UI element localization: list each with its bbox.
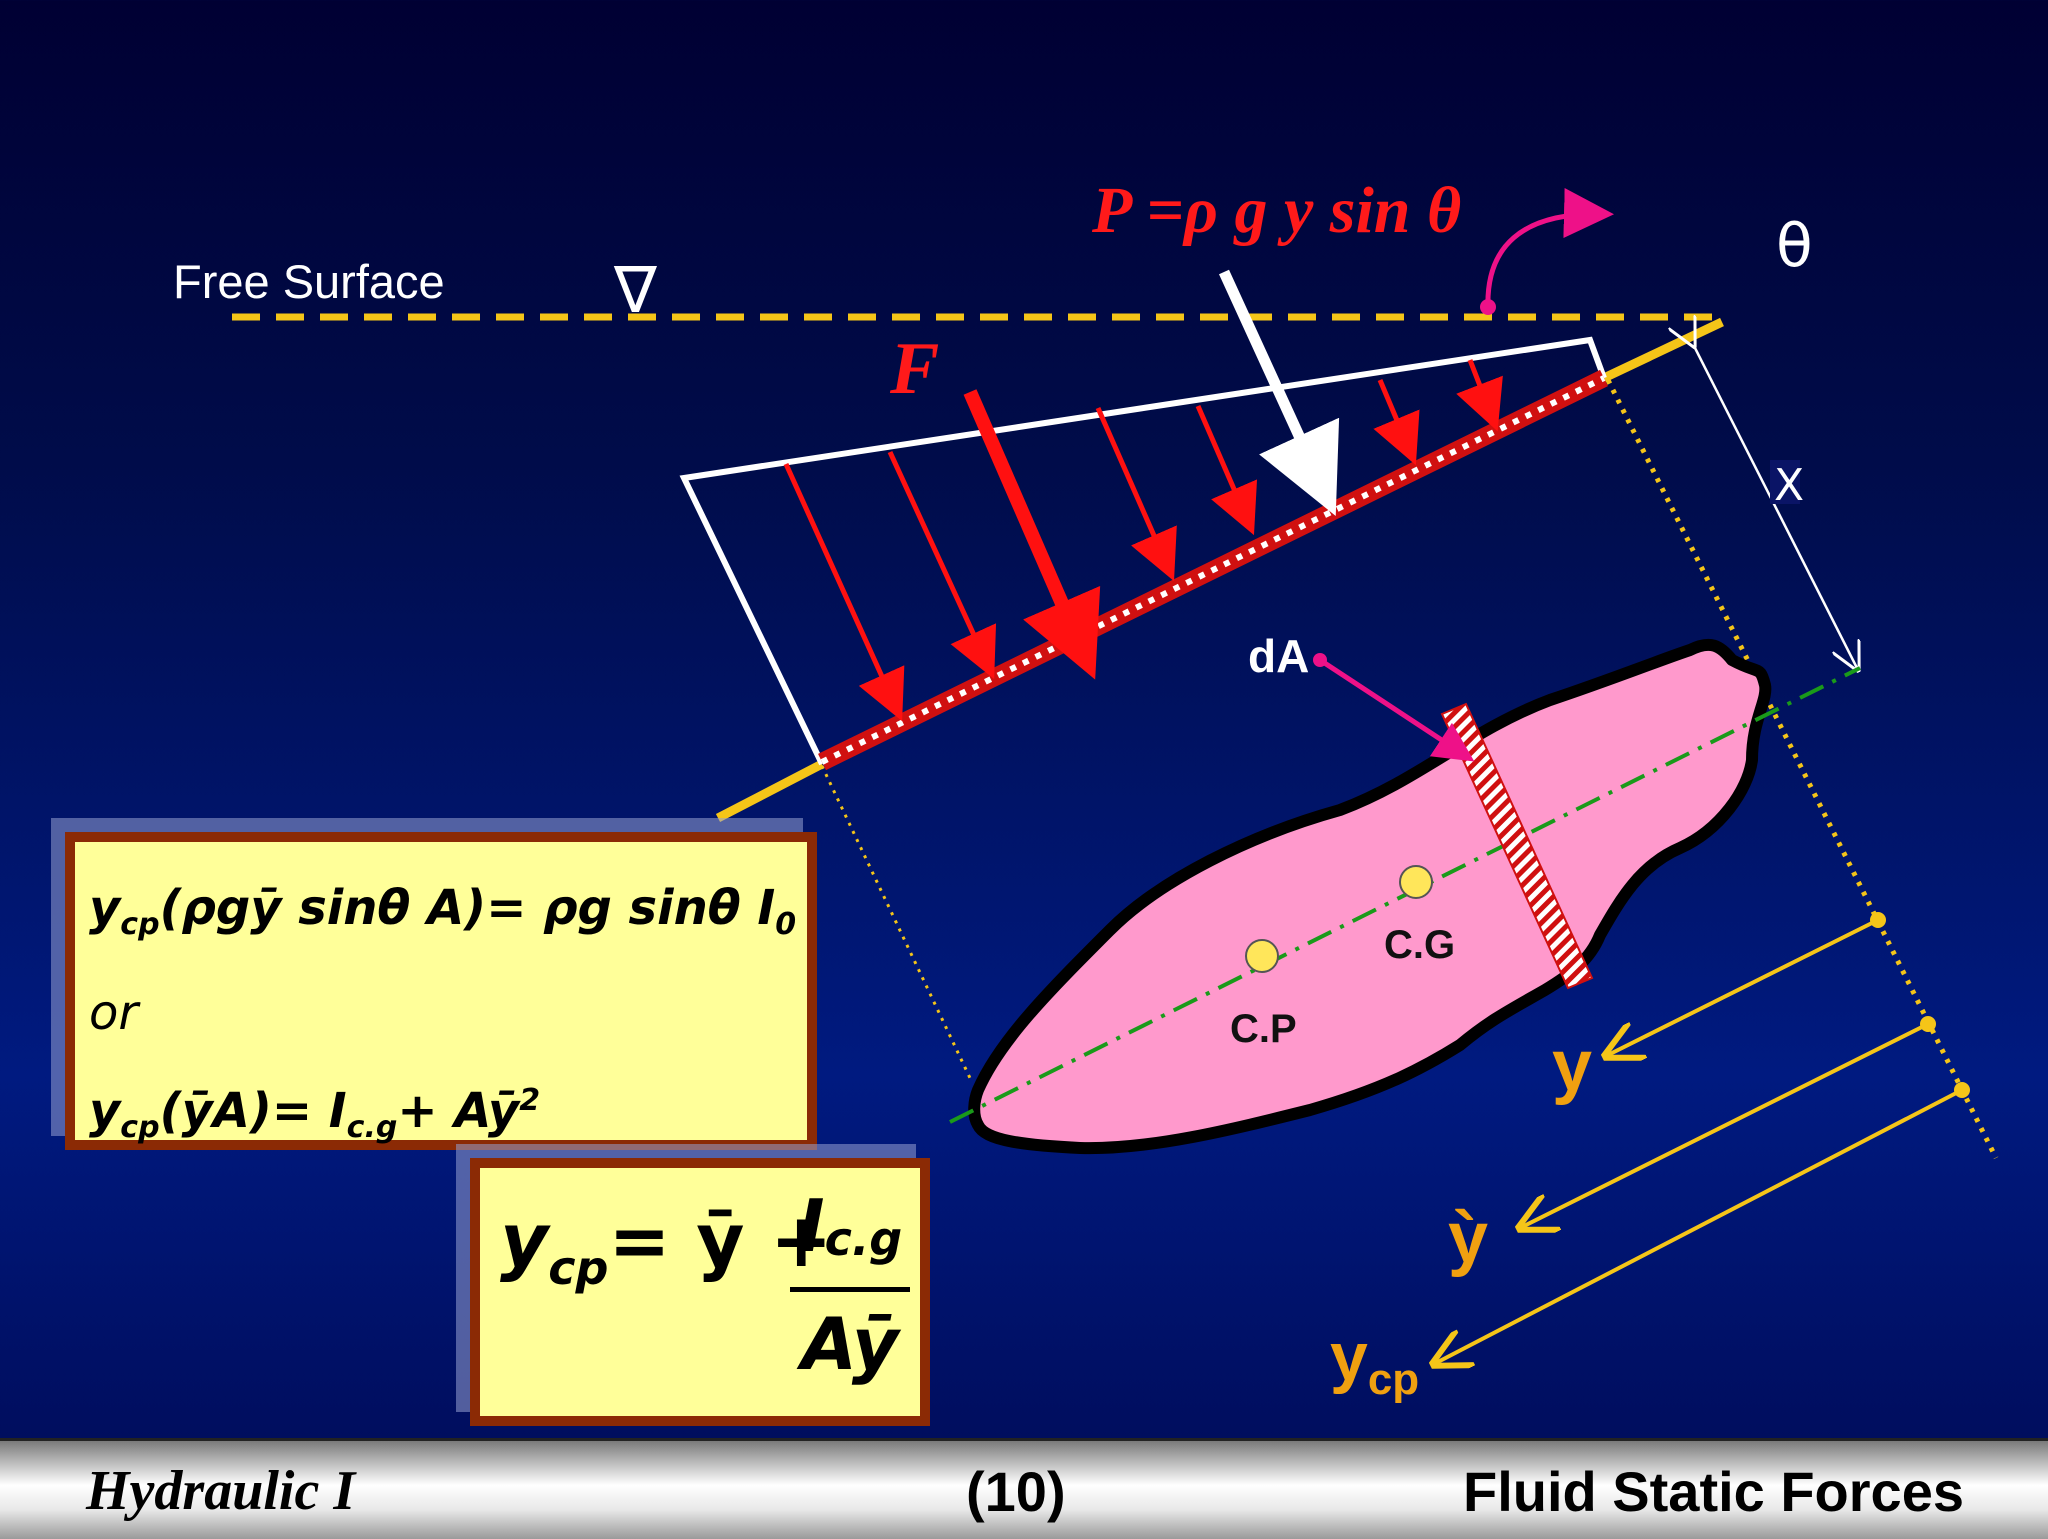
submerged-plate-hatch: [820, 375, 1606, 765]
eq1-ycp: y: [89, 880, 121, 936]
resultant-force-arrow: [963, 389, 1101, 680]
y-distance-arrow: [1606, 918, 1879, 1056]
ycp-label: ycp: [1330, 1319, 1419, 1404]
eq3-numerator: Ic.g: [790, 1178, 910, 1292]
ycp-label-main: y: [1330, 1319, 1368, 1395]
footer-course-title: Hydraulic I: [86, 1460, 356, 1522]
da-label: dA: [1248, 630, 1309, 682]
ycp-label-sub: cp: [1368, 1355, 1419, 1404]
plane-axis-line: [949, 666, 1861, 1124]
angle-indicator-arrow: [1485, 188, 1614, 309]
eq1-rhs: = ρg sinθ I: [486, 880, 776, 936]
eq2-ycp: y: [89, 1083, 121, 1139]
eq3-denominator: Aȳ: [801, 1302, 899, 1386]
equation-line-1: ycp(ρgȳ sinθ A)= ρg sinθ I0: [89, 864, 797, 969]
eq3-fraction: Ic.g Aȳ: [790, 1178, 910, 1396]
ybar-label: ỳ: [1448, 1198, 1488, 1278]
eq2-plus: + Aȳ: [397, 1083, 520, 1139]
projection-line-right: [1605, 378, 1999, 1160]
eq2-square: 2: [519, 1083, 541, 1118]
ycp-distance-dot: [1954, 1082, 1970, 1098]
footer-page-number: (10): [966, 1460, 1066, 1523]
center-of-pressure-marker: [1245, 939, 1279, 973]
y-label: y: [1552, 1026, 1592, 1106]
inclined-plane-upper: [1602, 317, 1724, 383]
ybar-distance-dot: [1920, 1016, 1936, 1032]
eq3-num-i: I: [797, 1184, 825, 1268]
center-of-pressure-label: C.P: [1230, 1007, 1297, 1051]
inclined-plane-lower: [715, 760, 825, 822]
free-surface-label: Free Surface: [173, 255, 445, 308]
pressure-arrow: [1095, 406, 1177, 582]
equation-line-2: ycp(ȳA)= Ic.g+ Aȳ2: [89, 1057, 793, 1172]
pressure-arrow: [783, 462, 905, 722]
eq2-equals: = I: [271, 1083, 347, 1139]
eq1-lhs-paren: (ρgȳ sinθ A): [159, 880, 487, 936]
x-dimension-label: X: [1774, 460, 1804, 511]
ybar-distance-arrow: [1520, 1022, 1929, 1228]
pressure-distribution-outline: [679, 336, 1607, 766]
projection-line-left: [820, 765, 972, 1079]
eq2-ycp-sub: cp: [120, 1110, 160, 1145]
equation-or: or: [89, 985, 139, 1041]
pressure-arrow: [1373, 379, 1420, 466]
eq3-lhs: ycp= ȳ +: [500, 1198, 832, 1295]
eq1-ycp-sub: cp: [120, 907, 160, 942]
submerged-body: [968, 638, 1772, 1155]
eq3-num-sub: c.g: [824, 1212, 903, 1266]
eq3-rhs: = ȳ +: [608, 1198, 833, 1284]
x-dimension-arrow: [1694, 346, 1858, 670]
eq2-ic-sub: c.g: [346, 1110, 398, 1145]
pressure-arrow: [1456, 359, 1503, 432]
eq3-ycp-sub: cp: [548, 1241, 609, 1295]
theta-label: θ: [1776, 211, 1813, 281]
center-of-gravity-label: C.G: [1384, 923, 1455, 967]
slide-footer: Hydraulic I (10) Fluid Static Forces: [0, 1438, 2048, 1539]
pressure-formula: P =ρ g y sin θ: [1091, 174, 1461, 247]
pressure-arrow: [887, 450, 997, 680]
center-of-gravity-marker: [1399, 865, 1433, 899]
footer-topic: Fluid Static Forces: [1463, 1460, 1964, 1523]
angle-indicator-dot: [1480, 299, 1496, 315]
eq1-i-sub: 0: [775, 907, 797, 942]
ycp-distance-arrow: [1434, 1088, 1963, 1364]
equation-box-result: ycp= ȳ + Ic.g Aȳ: [470, 1158, 930, 1426]
force-label: F: [889, 328, 939, 410]
da-pointer-dot: [1313, 653, 1327, 667]
da-pointer-arrow: [1318, 657, 1475, 762]
water-level-symbol: ∇: [613, 254, 657, 328]
pressure-arrow: [1195, 405, 1258, 536]
pressure-pointer-arrow: [1218, 269, 1340, 517]
y-distance-dot: [1870, 912, 1886, 928]
eq3-ycp: y: [500, 1198, 549, 1284]
equation-box-derivation: ycp(ρgȳ sinθ A)= ρg sinθ I0 or ycp(ȳA)= …: [65, 832, 817, 1150]
area-element-strip: [1440, 702, 1594, 990]
eq2-paren: (ȳA): [159, 1083, 272, 1139]
